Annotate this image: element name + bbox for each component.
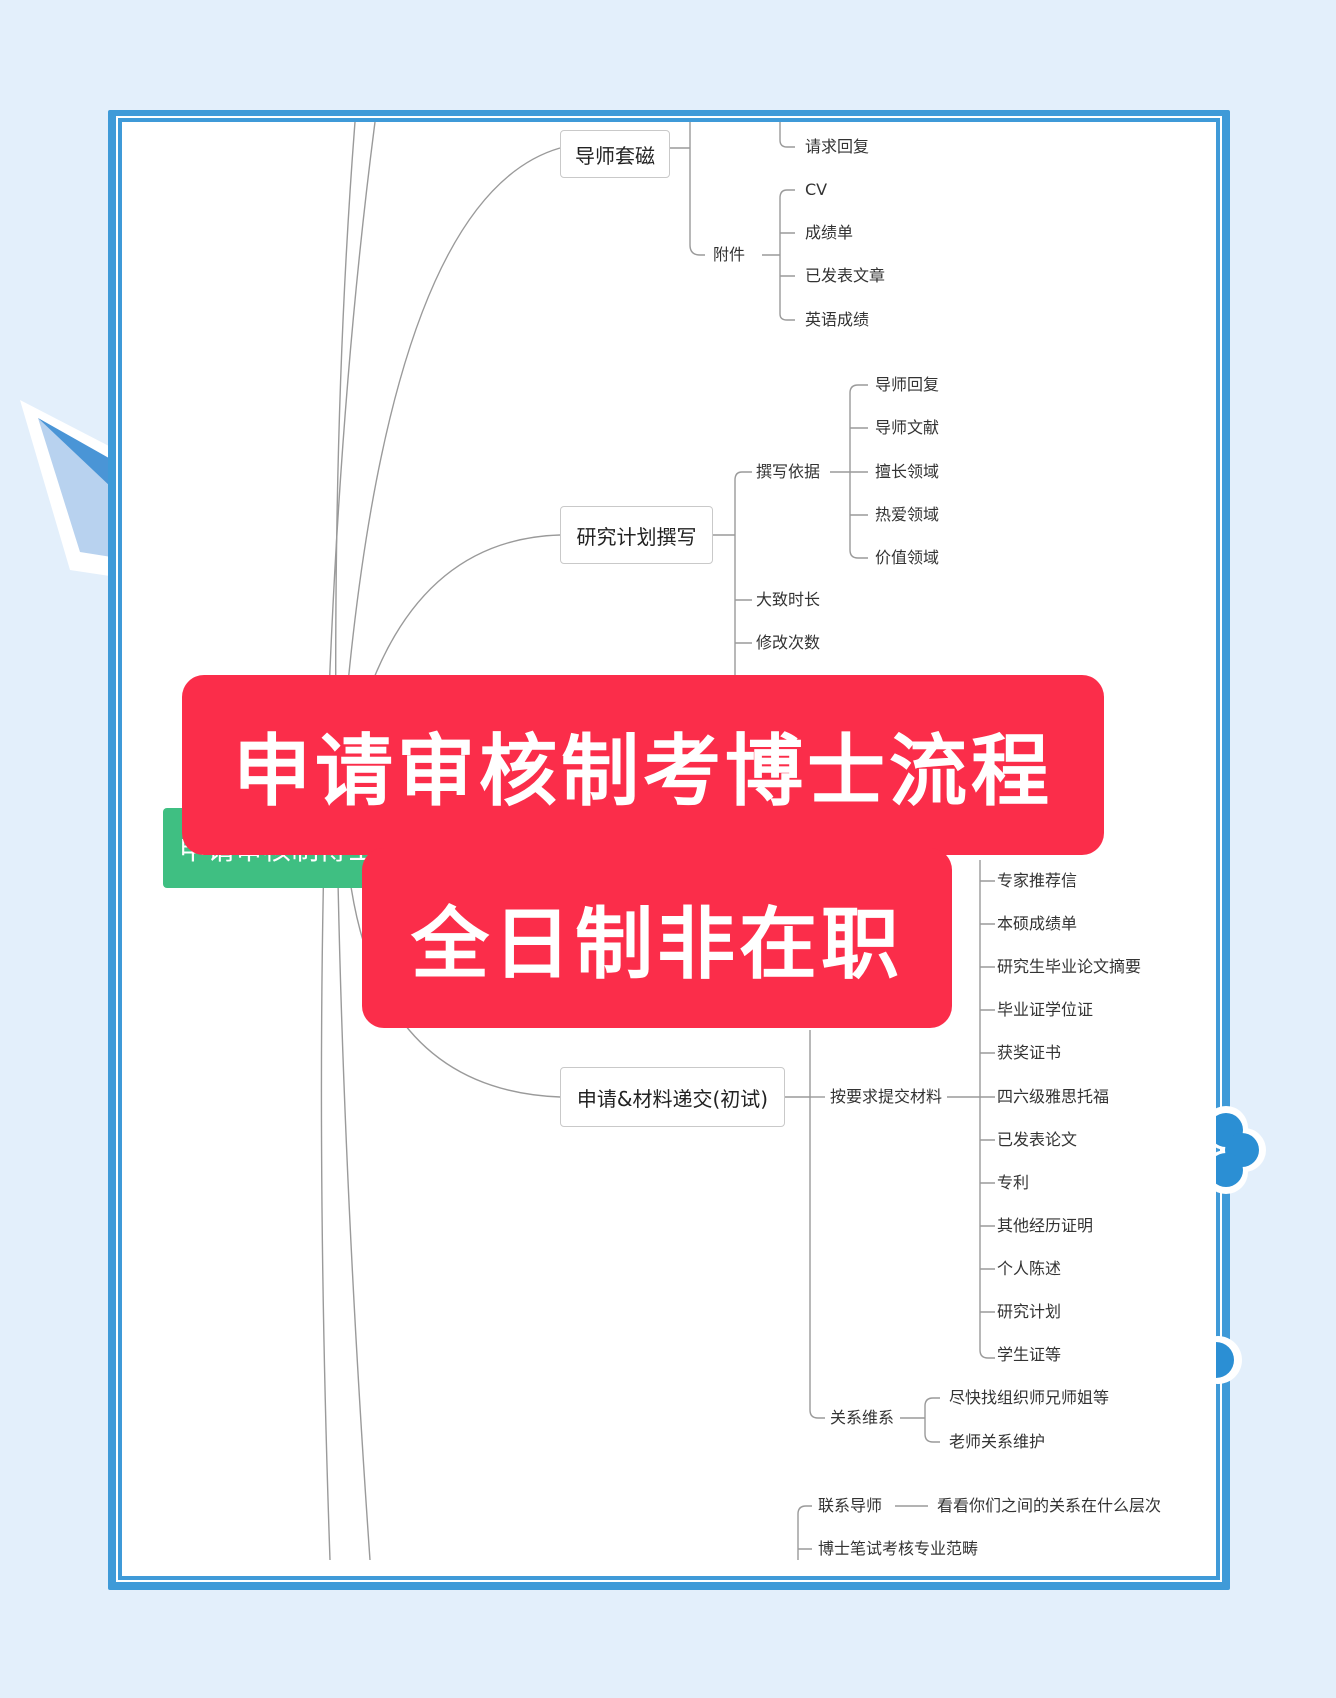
- branch-research-plan: 研究计划撰写: [560, 506, 713, 564]
- leaf-passion-area: 热爱领域: [875, 505, 940, 524]
- leaf-material-8: 专利: [997, 1173, 1030, 1192]
- leaf-material-1: 专家推荐信: [997, 871, 1078, 890]
- branch-application-submission: 申请&材料递交(初试): [560, 1067, 785, 1127]
- leaf-material-4: 毕业证学位证: [997, 1000, 1094, 1019]
- leaf-duration: 大致时长: [756, 590, 821, 609]
- leaf-published-articles: 已发表文章: [805, 266, 886, 285]
- leaf-exam-scope: 博士笔试考核专业范畴: [818, 1539, 979, 1558]
- leaf-material-3: 研究生毕业论文摘要: [997, 957, 1142, 976]
- leaf-request-reply: 请求回复: [805, 137, 870, 156]
- leaf-writing-basis: 撰写依据: [756, 462, 821, 481]
- leaf-relation-2: 老师关系维护: [949, 1432, 1046, 1451]
- leaf-material-10: 个人陈述: [997, 1259, 1062, 1278]
- leaf-submit-materials: 按要求提交材料: [830, 1087, 943, 1106]
- leaf-relation-1: 尽快找组织师兄师姐等: [949, 1388, 1110, 1407]
- leaf-english-score: 英语成绩: [805, 310, 870, 329]
- leaf-material-6: 四六级雅思托福: [997, 1087, 1110, 1106]
- leaf-attachment: 附件: [713, 245, 746, 264]
- frame-inner-line: [116, 116, 1222, 1582]
- leaf-tutor-reply: 导师回复: [875, 375, 940, 394]
- leaf-value-area: 价值领域: [875, 548, 940, 567]
- leaf-material-2: 本硕成绩单: [997, 914, 1078, 933]
- flower-decoration: [1204, 1106, 1266, 1194]
- leaf-material-12: 学生证等: [997, 1345, 1062, 1364]
- paper-plane-decoration: [20, 400, 136, 580]
- leaf-material-9: 其他经历证明: [997, 1216, 1094, 1235]
- branch-tutor-contact: 导师套磁: [560, 130, 670, 178]
- leaf-cv: CV: [805, 180, 828, 199]
- leaf-revisions: 修改次数: [756, 633, 821, 652]
- leaf-relations: 关系维系: [830, 1408, 895, 1427]
- title-banner: 申请审核制考博士流程: [182, 675, 1104, 855]
- leaf-material-7: 已发表论文: [997, 1130, 1078, 1149]
- leaf-material-5: 获奖证书: [997, 1043, 1062, 1062]
- leaf-contact-note: 看看你们之间的关系在什么层次: [937, 1496, 1162, 1515]
- leaf-transcript: 成绩单: [805, 223, 854, 242]
- leaf-contact-tutor: 联系导师: [818, 1496, 883, 1515]
- subtitle-banner: 全日制非在职: [362, 848, 952, 1028]
- leaf-material-11: 研究计划: [997, 1302, 1062, 1321]
- leaf-tutor-literature: 导师文献: [875, 418, 940, 437]
- leaf-expertise-area: 擅长领域: [875, 462, 940, 481]
